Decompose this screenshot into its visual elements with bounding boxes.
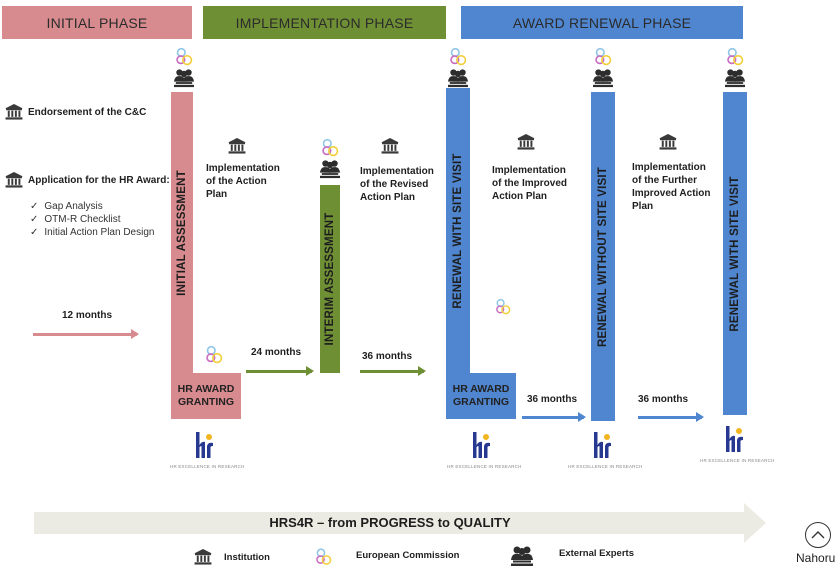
hr-excellence-logo: HR EXCELLENCE IN RESEARCH (447, 428, 522, 478)
phase-header-initial: INITIAL PHASE (2, 6, 192, 39)
legend-label: European Commission (356, 550, 460, 561)
timeline-arrow (522, 412, 586, 422)
implementation-text: Implementation of the Revised Action Pla… (360, 165, 434, 204)
duration-label: 36 months (362, 351, 413, 362)
hr-logo-tagline: HR EXCELLENCE IN RESEARCH (568, 464, 643, 469)
text-line: of the Action (206, 176, 267, 187)
chevron-up-icon (811, 531, 825, 539)
external-experts-icon (510, 545, 534, 567)
hr-logo-tagline: HR EXCELLENCE IN RESEARCH (700, 458, 775, 463)
institution-icon (381, 138, 399, 154)
assessment-label: RENEWAL WITHOUT SITE VISIT (597, 166, 609, 347)
application-checklist: Gap Analysis OTM-R Checklist Initial Act… (30, 200, 154, 239)
institution-icon (228, 138, 246, 154)
european-commission-icon (315, 547, 332, 567)
hr-excellence-logo: HR EXCELLENCE IN RESEARCH (170, 428, 245, 478)
duration-label: 12 months (62, 310, 113, 321)
timeline-arrow (360, 366, 426, 376)
granting-line: GRANTING (453, 396, 509, 408)
text-line: Action Plan (492, 191, 548, 202)
european-commission-icon (726, 47, 744, 67)
hr-logo-mark (726, 426, 743, 452)
text-line: Implementation (632, 162, 706, 173)
granting-line: HR AWARD (452, 383, 510, 395)
phase-header-award-renewal: AWARD RENEWAL PHASE (461, 6, 743, 39)
timeline-arrow (246, 366, 314, 376)
granting-line: GRANTING (178, 396, 234, 408)
phase-label: INITIAL PHASE (46, 14, 148, 31)
application-text: Application for the HR Award: (28, 175, 170, 186)
legend-label: External Experts (559, 548, 634, 559)
interim-assessment-bar: INTERIM ASSESSMENT (320, 185, 340, 373)
hr-logo-mark (196, 432, 213, 458)
phase-label: AWARD RENEWAL PHASE (512, 14, 692, 31)
text-line: of the Further (632, 175, 697, 186)
phase-header-implementation: IMPLEMENTATION PHASE (203, 6, 446, 39)
duration-label: 24 months (251, 347, 302, 358)
text-line: Implementation (360, 166, 434, 177)
timeline-arrow (33, 329, 139, 339)
initial-assessment-bar: INITIAL ASSESSMENT (171, 92, 193, 374)
checklist-item: Initial Action Plan Design (30, 226, 154, 239)
text-line: Implementation (492, 165, 566, 176)
back-to-top-label[interactable]: Nahoru (796, 551, 836, 565)
hr-excellence-logo: HR EXCELLENCE IN RESEARCH (568, 428, 643, 478)
text-line: of the Improved (492, 178, 568, 189)
text-line: Implementation (206, 163, 280, 174)
granting-line: HR AWARD (177, 383, 235, 395)
european-commission-icon (495, 298, 511, 316)
endorsement-text: Endorsement of the C&C (28, 107, 147, 118)
legend: Institution European Commission External… (0, 540, 840, 580)
european-commission-icon (449, 47, 467, 67)
checklist-item: OTM-R Checklist (30, 213, 154, 226)
european-commission-icon (205, 345, 223, 365)
implementation-text: Implementation of the Improved Action Pl… (492, 164, 567, 203)
legend-label: Institution (224, 552, 270, 563)
banner-title: HRS4R – from PROGRESS to QUALITY (269, 515, 511, 530)
text-line: of the Revised (360, 179, 429, 190)
external-experts-icon (447, 68, 469, 88)
hr-logo-mark (594, 432, 611, 458)
text-line: Plan (206, 189, 228, 200)
institution-icon (194, 549, 212, 565)
hr-excellence-logo: HR EXCELLENCE IN RESEARCH (700, 422, 775, 472)
renewal-with-site-visit-bar: RENEWAL WITH SITE VISIT (723, 92, 747, 415)
duration-label: 36 months (638, 394, 689, 405)
external-experts-icon (319, 159, 341, 179)
european-commission-icon (594, 47, 612, 67)
progress-banner-arrow: HRS4R – from PROGRESS to QUALITY (34, 503, 766, 543)
text-line: Action Plan (360, 192, 416, 203)
implementation-text: Implementation of the Action Plan (206, 162, 280, 201)
external-experts-icon (173, 68, 195, 88)
institution-icon (517, 134, 535, 150)
external-experts-icon (724, 68, 746, 88)
european-commission-icon (175, 47, 193, 67)
hr-logo-mark (473, 432, 490, 458)
assessment-label: RENEWAL WITH SITE VISIT (452, 153, 464, 309)
text-line: Improved Action (632, 188, 711, 199)
external-experts-icon (592, 68, 614, 88)
implementation-text: Implementation of the Further Improved A… (632, 161, 711, 213)
renewal-with-site-visit-bar: RENEWAL WITH SITE VISIT (446, 88, 470, 374)
institution-icon (5, 172, 23, 188)
text-line: Plan (632, 201, 654, 212)
phase-label: IMPLEMENTATION PHASE (235, 14, 414, 31)
hr-logo-tagline: HR EXCELLENCE IN RESEARCH (170, 464, 245, 469)
institution-icon (659, 134, 677, 150)
hr-logo-tagline: HR EXCELLENCE IN RESEARCH (447, 464, 522, 469)
checklist-item: Gap Analysis (30, 200, 154, 213)
institution-icon (5, 104, 23, 120)
renewal-without-site-visit-bar: RENEWAL WITHOUT SITE VISIT (591, 92, 615, 421)
assessment-label: INTERIM ASSESSMENT (324, 212, 336, 346)
timeline-arrow (638, 412, 704, 422)
european-commission-icon (321, 138, 339, 158)
back-to-top-button[interactable] (805, 522, 831, 548)
assessment-label: RENEWAL WITH SITE VISIT (729, 175, 741, 332)
duration-label: 36 months (527, 394, 578, 405)
assessment-label: INITIAL ASSESSMENT (176, 170, 188, 296)
